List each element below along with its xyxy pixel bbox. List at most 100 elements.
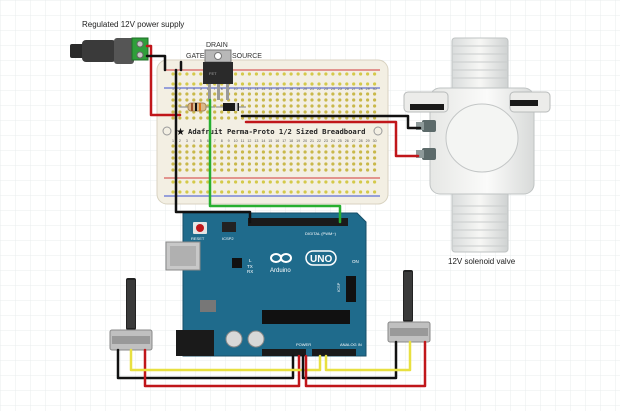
breadboard-hole (247, 104, 251, 108)
breadboard-hole (213, 110, 217, 114)
reset-label: RESET (191, 236, 205, 241)
breadboard-hole (282, 98, 286, 102)
breadboard-hole (303, 144, 307, 148)
breadboard-hole (345, 162, 349, 166)
breadboard-hole (240, 180, 245, 184)
breadboard-hole (359, 104, 363, 108)
breadboard-hole (254, 144, 258, 148)
breadboard-hole (206, 162, 210, 166)
breadboard-column-number: 26 (345, 87, 349, 91)
breadboard-hole (227, 116, 231, 120)
breadboard-column-number: 18 (289, 87, 293, 91)
breadboard-hole (261, 92, 265, 96)
breadboard-column-number: 30 (373, 87, 377, 91)
breadboard-hole (296, 162, 300, 166)
breadboard-hole (352, 72, 356, 76)
breadboard-hole (282, 190, 286, 194)
breadboard-hole (261, 180, 265, 184)
breadboard-hole (345, 104, 349, 108)
breadboard-hole (185, 110, 189, 114)
breadboard-column-number: 16 (275, 87, 279, 91)
breadboard-hole (359, 110, 363, 114)
breadboard-hole (240, 92, 245, 96)
analog-in-label: ANALOG IN (340, 342, 362, 347)
power-jack (70, 37, 149, 64)
breadboard-hole (234, 180, 238, 184)
wire-black-pot-right (301, 340, 398, 380)
breadboard-hole (303, 162, 307, 166)
breadboard-hole (192, 180, 196, 184)
breadboard-hole (359, 92, 363, 96)
breadboard-hole (289, 156, 293, 160)
breadboard-hole (373, 82, 377, 86)
breadboard-hole (296, 180, 300, 184)
breadboard-hole (359, 72, 363, 76)
breadboard-hole (303, 98, 307, 102)
breadboard-hole (240, 162, 245, 166)
breadboard-hole (261, 110, 265, 114)
breadboard-hole (338, 72, 342, 76)
breadboard-hole (345, 150, 349, 154)
breadboard-hole (268, 144, 272, 148)
breadboard-hole (296, 168, 300, 172)
breadboard-column-number: 17 (282, 139, 286, 143)
breadboard-hole (185, 92, 189, 96)
breadboard-hole (185, 72, 189, 76)
breadboard-hole (317, 190, 321, 194)
breadboard-hole (234, 144, 238, 148)
breadboard-hole (268, 190, 272, 194)
breadboard-hole (324, 144, 328, 148)
breadboard-hole (261, 162, 265, 166)
breadboard-column-number: 15 (268, 87, 272, 91)
breadboard-hole (240, 110, 245, 114)
breadboard-hole (185, 156, 189, 160)
breadboard-column-number: 28 (359, 87, 363, 91)
breadboard-hole (338, 150, 342, 154)
breadboard-column-number: 21 (310, 87, 314, 91)
breadboard-hole (220, 116, 224, 120)
breadboard-hole (317, 110, 321, 114)
breadboard-hole (275, 110, 279, 114)
breadboard-column-number: 24 (331, 139, 335, 143)
breadboard-hole (324, 104, 328, 108)
breadboard-hole (171, 144, 175, 148)
breadboard-hole (254, 104, 258, 108)
breadboard-hole (234, 190, 238, 194)
breadboard-hole (199, 180, 203, 184)
breadboard-hole (324, 82, 328, 86)
breadboard-hole (192, 150, 196, 154)
breadboard-hole (234, 150, 238, 154)
breadboard-hole (213, 190, 217, 194)
breadboard-hole (345, 144, 349, 148)
breadboard-column-number: 19 (296, 87, 300, 91)
breadboard-hole (206, 144, 210, 148)
breadboard-hole (171, 72, 175, 76)
breadboard-hole (310, 150, 314, 154)
breadboard-hole (178, 162, 182, 166)
breadboard-hole (227, 168, 231, 172)
breadboard-hole (331, 144, 335, 148)
breadboard-hole (206, 110, 210, 114)
breadboard-hole (345, 190, 349, 194)
breadboard-hole (247, 162, 251, 166)
breadboard-hole (282, 82, 286, 86)
breadboard-hole (352, 82, 356, 86)
breadboard-hole (317, 72, 321, 76)
breadboard-hole (234, 92, 238, 96)
breadboard-hole (268, 168, 272, 172)
breadboard-hole (366, 150, 370, 154)
breadboard-hole (331, 98, 335, 102)
breadboard-column-number: 13 (254, 87, 258, 91)
breadboard-column-number: 26 (345, 139, 349, 143)
breadboard-hole (213, 156, 217, 160)
breadboard-hole (261, 104, 265, 108)
power-supply-label: Regulated 12V power supply (82, 20, 184, 29)
breadboard-hole (192, 82, 196, 86)
breadboard-hole (331, 180, 335, 184)
digital-label: DIGITAL (PWM~) (305, 231, 337, 236)
breadboard-column-number: 4 (193, 87, 195, 91)
breadboard-hole (213, 162, 217, 166)
breadboard-hole (220, 162, 224, 166)
breadboard-hole (296, 150, 300, 154)
